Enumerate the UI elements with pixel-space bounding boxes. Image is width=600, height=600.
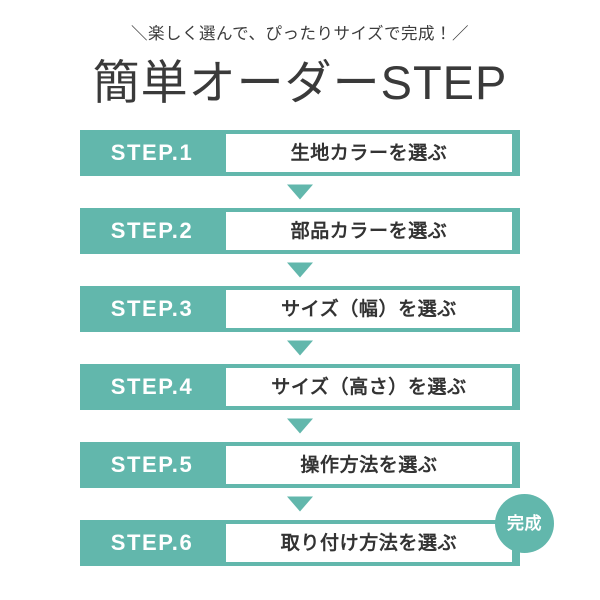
- step-connector: [80, 488, 520, 520]
- step-label: STEP.4: [110, 374, 194, 399]
- arrow-down-icon: [287, 184, 313, 200]
- completion-badge: 完成: [495, 494, 554, 553]
- step-panel: 生地カラーを選ぶ: [226, 134, 512, 172]
- arrow-down-icon: [287, 340, 313, 356]
- completion-badge-label: 完成: [507, 514, 542, 533]
- step-label: STEP.5: [110, 452, 194, 477]
- step-label: STEP.2: [110, 218, 194, 243]
- step-label: STEP.3: [110, 296, 194, 321]
- step-label: STEP.1: [110, 140, 194, 165]
- step-panel: 操作方法を選ぶ: [226, 446, 512, 484]
- step-list: STEP.1 生地カラーを選ぶ STEP.2 部品カラーを選ぶ STEP.3 サ…: [80, 130, 520, 566]
- step-connector: [80, 410, 520, 442]
- step-row[interactable]: STEP.2 部品カラーを選ぶ: [80, 208, 520, 254]
- step-panel: サイズ（幅）を選ぶ: [226, 290, 512, 328]
- step-label: STEP.6: [110, 530, 194, 555]
- header: ＼楽しく選んで、ぴったりサイズで完成！／ 簡単オーダーSTEP: [0, 0, 600, 106]
- step-connector: [80, 176, 520, 208]
- arrow-down-icon: [287, 418, 313, 434]
- step-row[interactable]: STEP.6 取り付け方法を選ぶ: [80, 520, 520, 566]
- page-title: 簡単オーダーSTEP: [92, 55, 508, 109]
- arrow-down-icon: [287, 496, 313, 512]
- step-row[interactable]: STEP.3 サイズ（幅）を選ぶ: [80, 286, 520, 332]
- step-row[interactable]: STEP.1 生地カラーを選ぶ: [80, 130, 520, 176]
- step-connector: [80, 254, 520, 286]
- step-connector: [80, 332, 520, 364]
- arrow-down-icon: [287, 262, 313, 278]
- step-panel: サイズ（高さ）を選ぶ: [226, 368, 512, 406]
- step-row[interactable]: STEP.4 サイズ（高さ）を選ぶ: [80, 364, 520, 410]
- step-panel: 取り付け方法を選ぶ: [226, 524, 512, 562]
- step-row[interactable]: STEP.5 操作方法を選ぶ: [80, 442, 520, 488]
- header-kicker: ＼楽しく選んで、ぴったりサイズで完成！／: [130, 25, 470, 43]
- step-panel: 部品カラーを選ぶ: [226, 212, 512, 250]
